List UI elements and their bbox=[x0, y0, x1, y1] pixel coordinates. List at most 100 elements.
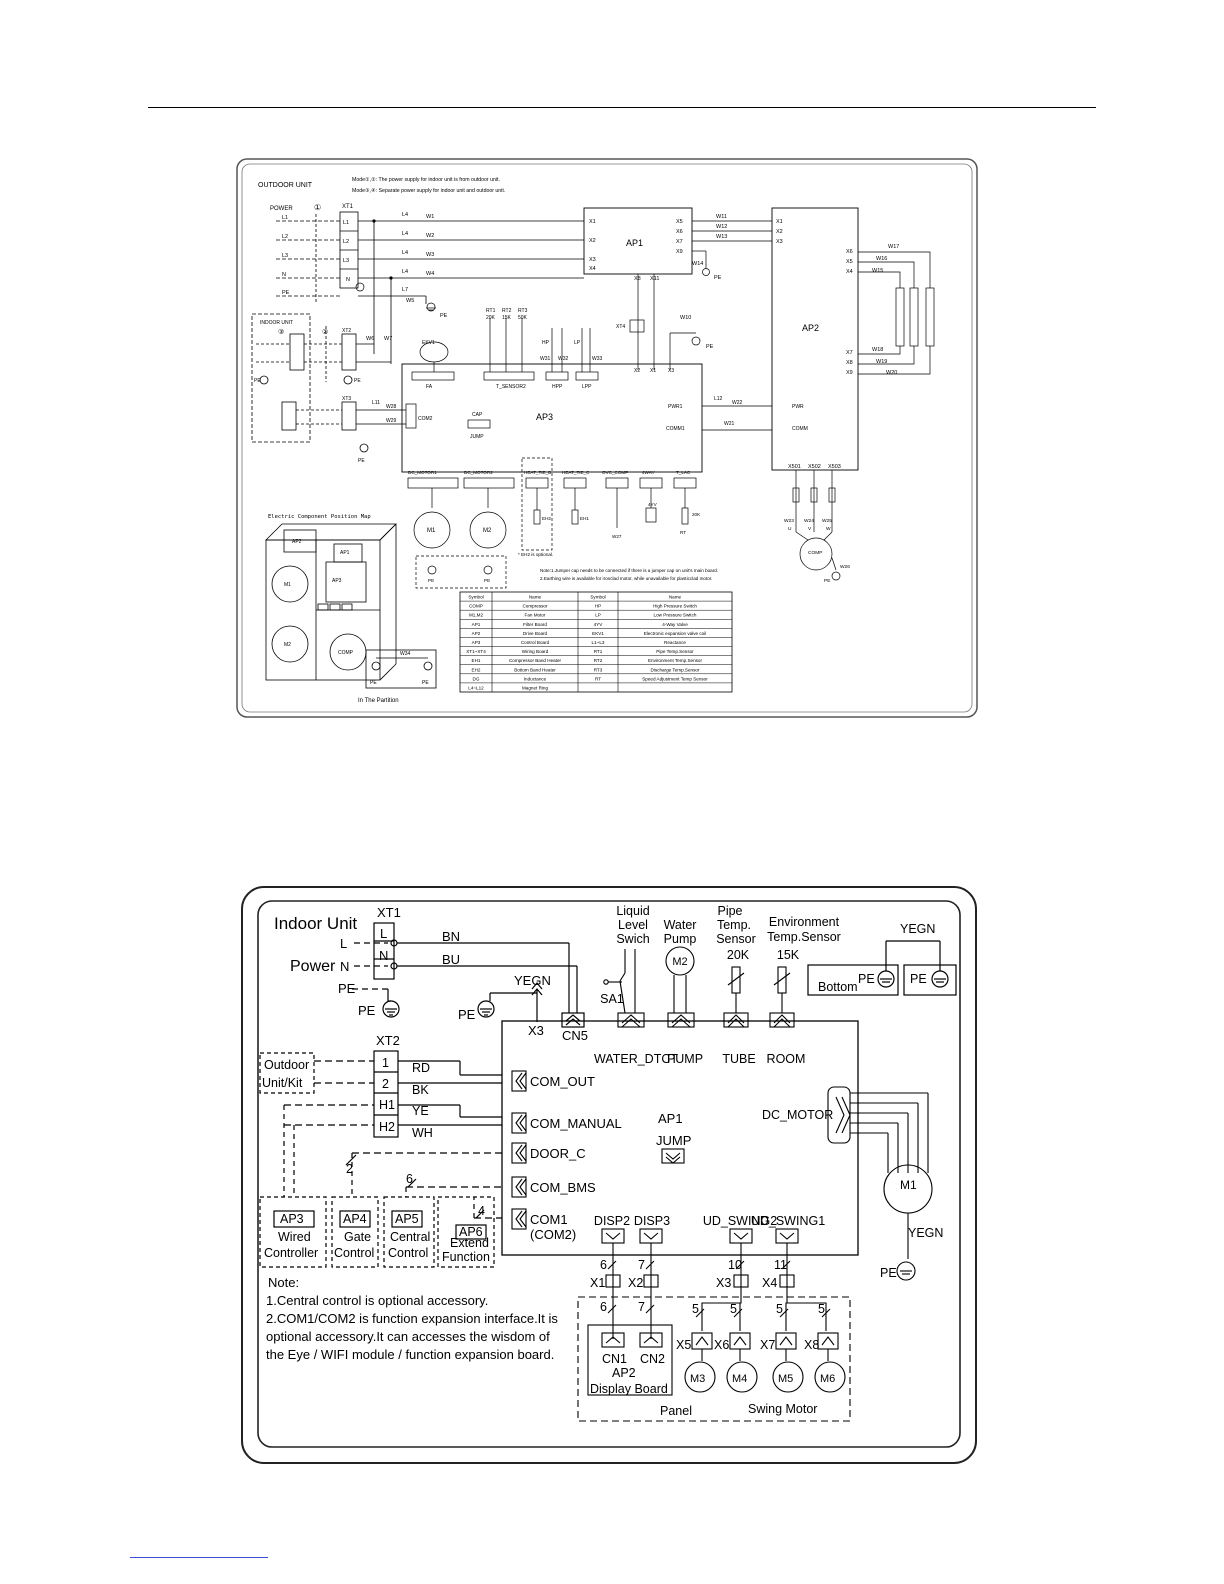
ap3-port-x3: X3 bbox=[668, 368, 674, 374]
cn5-port: CN5 bbox=[562, 1028, 588, 1043]
power-lines bbox=[276, 211, 584, 364]
ap2-port-x7: X7 bbox=[846, 350, 853, 356]
jump-label: JUMP bbox=[470, 434, 484, 440]
table-cell: Low Pressure Switch bbox=[654, 613, 697, 618]
table-cell: EKV1 bbox=[592, 631, 604, 636]
sensor-rt3: RT3 bbox=[518, 308, 528, 314]
pe-partition-2: PE bbox=[422, 680, 429, 686]
sa1-switch: SA1 bbox=[600, 992, 624, 1006]
pe-indoor-2: PE bbox=[354, 378, 361, 384]
pipe-temp-line-1: Pipe bbox=[717, 904, 742, 918]
env-temp-value: 15K bbox=[777, 948, 800, 962]
wire-w25: W25 bbox=[822, 518, 832, 524]
outdoor-title: OUTDOOR UNIT bbox=[258, 182, 313, 189]
port-com-manual: COM_MANUAL bbox=[530, 1116, 622, 1131]
xt1-terminal-n: N bbox=[346, 277, 350, 283]
jumper-note-2: 2.Earthing wire is available for ironcla… bbox=[540, 576, 712, 581]
port-dc-motor1: DC_MOTOR1 bbox=[408, 470, 437, 475]
swing-motor-m3: M3 bbox=[690, 1373, 705, 1385]
mode-note-2: Mode③,④: Separate power supply for indoo… bbox=[352, 188, 505, 194]
table-cell: 4-Way Valve bbox=[662, 622, 688, 627]
comm1-port: COMM1 bbox=[666, 426, 685, 432]
wire-yegn-1: YEGN bbox=[514, 973, 551, 988]
compressor-label: COMP bbox=[808, 550, 822, 556]
pe-compressor: PE bbox=[824, 578, 830, 584]
table-cell: DG bbox=[473, 676, 480, 681]
accessory-ap4-code: AP4 bbox=[343, 1212, 367, 1226]
wire-w19: W19 bbox=[876, 359, 887, 365]
note-line-2: 2.COM1/COM2 is function expansion interf… bbox=[266, 1311, 558, 1326]
count-ud-swing1: 11 bbox=[774, 1258, 787, 1272]
table-cell: Drive Board bbox=[523, 631, 548, 636]
xt1-terminal-l: L bbox=[380, 926, 387, 941]
dc-motor-wiring bbox=[827, 1086, 933, 1281]
power-line-pe: PE bbox=[282, 290, 290, 296]
xt2-terminal-1: 1 bbox=[382, 1056, 389, 1070]
ap2-port-x6: X6 bbox=[846, 249, 853, 255]
water-pump-line-2: Pump bbox=[664, 932, 697, 946]
wire-l4-3: L4 bbox=[402, 250, 408, 256]
sensor-rt3-value: 50K bbox=[518, 315, 528, 321]
position-map-title: Electric Component Position Map bbox=[268, 514, 371, 520]
ap2-port-x8: X8 bbox=[846, 360, 853, 366]
panel-label: Panel bbox=[660, 1404, 692, 1418]
connector-pump: PUMP bbox=[667, 1052, 703, 1066]
xt2-terminal-h2: H2 bbox=[379, 1120, 395, 1134]
swing-count-3: 5 bbox=[776, 1302, 783, 1316]
map-comp: COMP bbox=[338, 650, 354, 656]
port-t-lac: T_LAC bbox=[676, 470, 691, 475]
wire-w7: W7 bbox=[384, 336, 392, 342]
table-cell: Environment Temp.Sensor bbox=[648, 658, 703, 663]
swing-conn-x8: X8 bbox=[804, 1338, 819, 1352]
lp-switch: LP bbox=[574, 340, 581, 346]
wire-w33: W33 bbox=[592, 356, 603, 362]
table-cell: Inductance bbox=[524, 676, 547, 681]
ap3-port-t-sensor2: T_SENSOR2 bbox=[496, 384, 526, 390]
ap2-port-x4: X4 bbox=[846, 269, 853, 275]
pe-ap1: PE bbox=[714, 275, 722, 281]
xt2-terminal-2: 2 bbox=[382, 1077, 389, 1091]
table-cell: L4~L12 bbox=[468, 685, 484, 690]
wire-w1: W1 bbox=[426, 214, 434, 220]
table-header-cell: Name bbox=[669, 595, 682, 600]
bottom-pe-group bbox=[807, 940, 957, 996]
jumper-note-1: Note:1.Jumper cap needs to be connected … bbox=[540, 568, 718, 573]
wire-w32: W32 bbox=[558, 356, 569, 362]
accessory-ap4-name-2: Control bbox=[334, 1246, 374, 1260]
env-temp-line-2: Temp.Sensor bbox=[767, 930, 841, 944]
accessory-ap5-name-1: Central bbox=[390, 1230, 430, 1244]
connector-cn2: CN2 bbox=[640, 1352, 665, 1366]
ap1-port-x7: X7 bbox=[676, 239, 683, 245]
wire-w4: W4 bbox=[426, 271, 434, 277]
table-cell: L1~L3 bbox=[592, 640, 605, 645]
sensor-rt2: RT2 bbox=[502, 308, 512, 314]
page-header-rule bbox=[148, 107, 1096, 108]
wire-w31: W31 bbox=[540, 356, 551, 362]
pe-motor-2: PE bbox=[484, 578, 490, 583]
ap2-port-x503: X503 bbox=[828, 464, 841, 470]
wire-w34: W34 bbox=[400, 651, 411, 657]
power-line-n: N bbox=[282, 272, 286, 278]
xt1-title: XT1 bbox=[377, 905, 401, 920]
table-cell: Wiring Board bbox=[522, 649, 549, 654]
table-cell: Fan Motor bbox=[525, 613, 546, 618]
table-cell: XT1~XT4 bbox=[466, 649, 486, 654]
pe-cn5: PE bbox=[458, 1007, 476, 1022]
table-cell: High Pressure Switch bbox=[653, 604, 697, 609]
pwr1-port: PWR1 bbox=[668, 404, 683, 410]
reactance-l1-l3 bbox=[858, 251, 935, 375]
table-header-cell: Name bbox=[529, 595, 542, 600]
wire-l4-2: L4 bbox=[402, 231, 408, 237]
indoor-wiring-diagram: Indoor Unit Power XT1 L N L N PE PE BN B… bbox=[241, 886, 977, 1464]
sensor-rt-value: 20K bbox=[692, 512, 701, 517]
connector-cn1: CN1 bbox=[602, 1352, 627, 1366]
table-cell: Discharge Temp.Sensor bbox=[651, 667, 700, 672]
phase-v: V bbox=[808, 526, 812, 532]
xt1-terminal-n: N bbox=[379, 948, 388, 963]
ap2-port-x3: X3 bbox=[776, 239, 783, 245]
port-com-out: COM_OUT bbox=[530, 1074, 595, 1089]
accessory-ap6-name-2: Function bbox=[442, 1250, 490, 1264]
table-cell: RT1 bbox=[594, 649, 603, 654]
water-pump-motor-m2: M2 bbox=[672, 956, 687, 968]
outdoor-kit-line-1: Outdoor bbox=[264, 1058, 309, 1072]
